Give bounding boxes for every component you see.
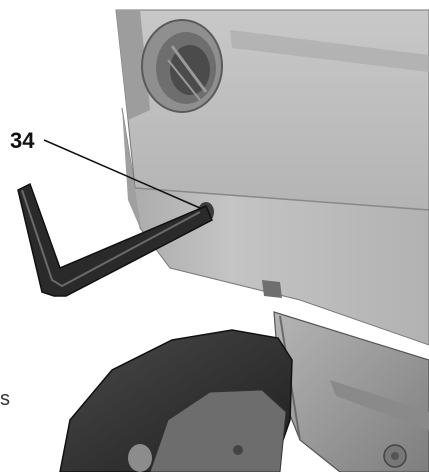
margin-text-fragment: s xyxy=(0,388,10,410)
allen-key xyxy=(17,182,213,297)
callout-label: 34 xyxy=(10,128,35,153)
wheel xyxy=(59,329,293,472)
callout-leader-line xyxy=(43,139,201,209)
port-fitting xyxy=(141,19,223,113)
